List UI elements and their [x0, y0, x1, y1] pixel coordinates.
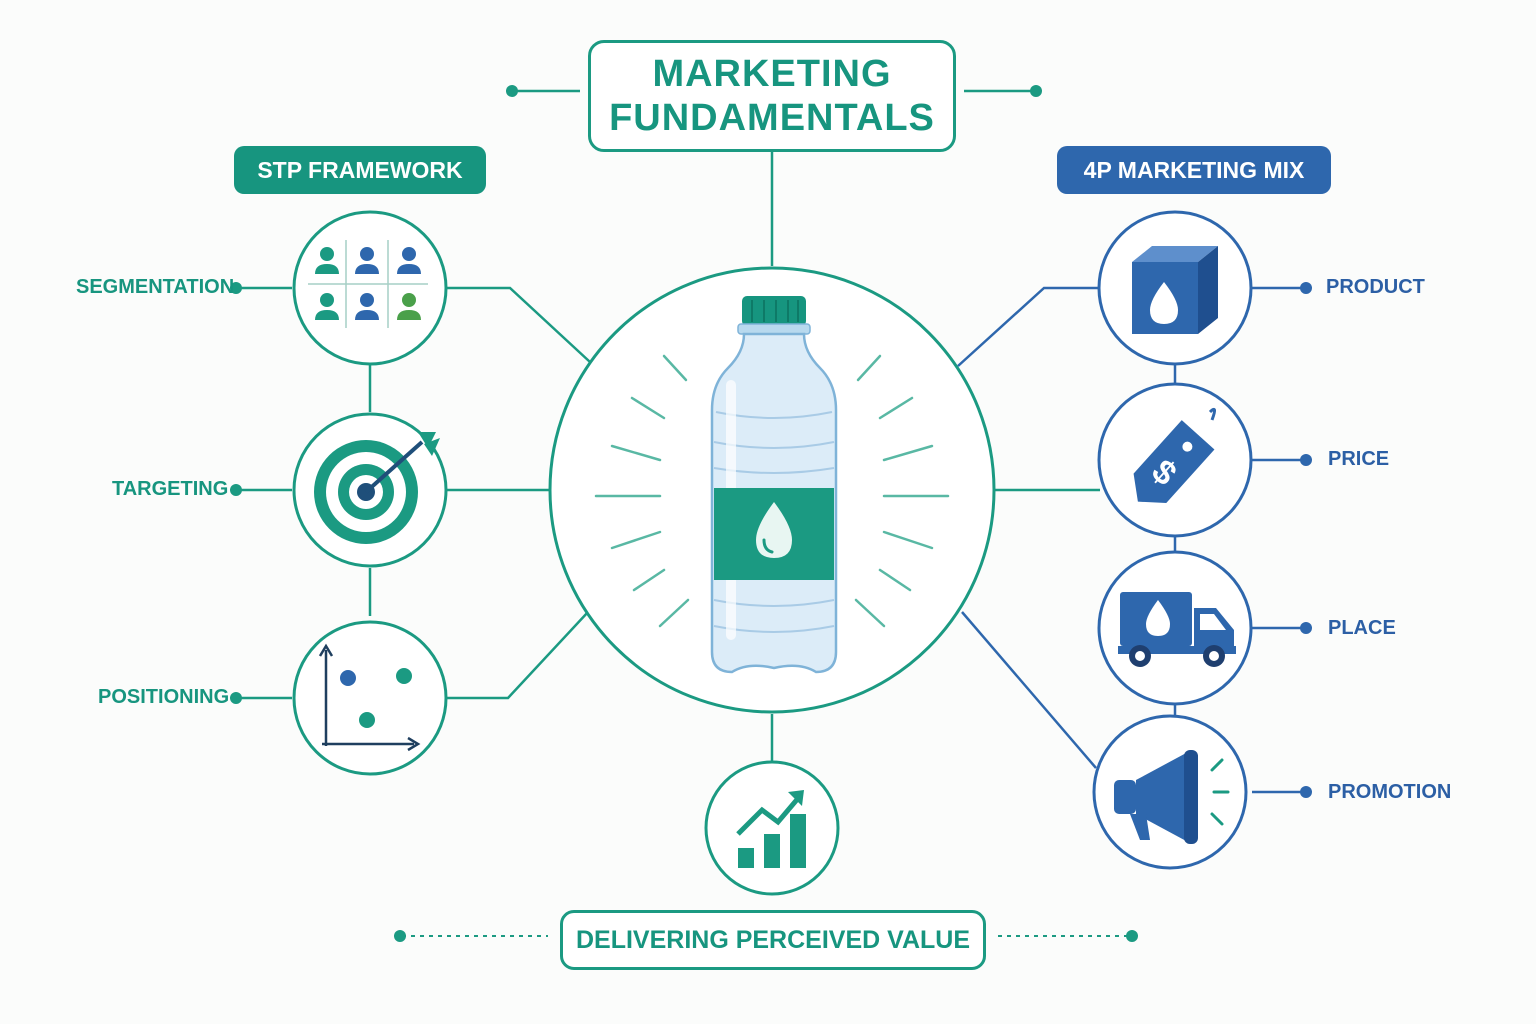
product-box-icon [1132, 246, 1218, 334]
value-node [704, 760, 840, 896]
price-label: PRICE [1328, 448, 1390, 470]
price-node: $ [1097, 382, 1253, 538]
four-p-header: 4P MARKETING MIX [1057, 146, 1331, 194]
positioning-node [292, 620, 448, 776]
segmentation-node [292, 210, 448, 366]
target-arrow-icon [314, 432, 440, 544]
delivery-truck-icon [1118, 592, 1236, 667]
positioning-label: POSITIONING [98, 686, 230, 708]
title-line-2: FUNDAMENTALS [609, 97, 935, 139]
growth-chart-icon [736, 790, 806, 868]
targeting-label: TARGETING [112, 478, 229, 500]
title-line-1: MARKETING [652, 53, 892, 95]
segmentation-label: SEGMENTATION [76, 276, 235, 298]
promotion-node [1092, 714, 1248, 870]
price-tag-icon: $ [1133, 407, 1217, 504]
promotion-label: PROMOTION [1328, 781, 1452, 803]
page-title: MARKETING FUNDAMENTALS [588, 40, 956, 152]
product-node [1097, 210, 1253, 366]
people-grid-icon [308, 240, 428, 328]
place-node [1097, 550, 1253, 706]
water-bottle-icon [710, 296, 838, 674]
stp-framework-header: STP FRAMEWORK [234, 146, 486, 194]
place-label: PLACE [1328, 617, 1396, 639]
positioning-map-icon [318, 643, 421, 752]
targeting-node [292, 412, 448, 568]
megaphone-icon [1114, 750, 1230, 844]
delivering-value-label: DELIVERING PERCEIVED VALUE [560, 910, 986, 970]
product-label: PRODUCT [1326, 276, 1425, 298]
